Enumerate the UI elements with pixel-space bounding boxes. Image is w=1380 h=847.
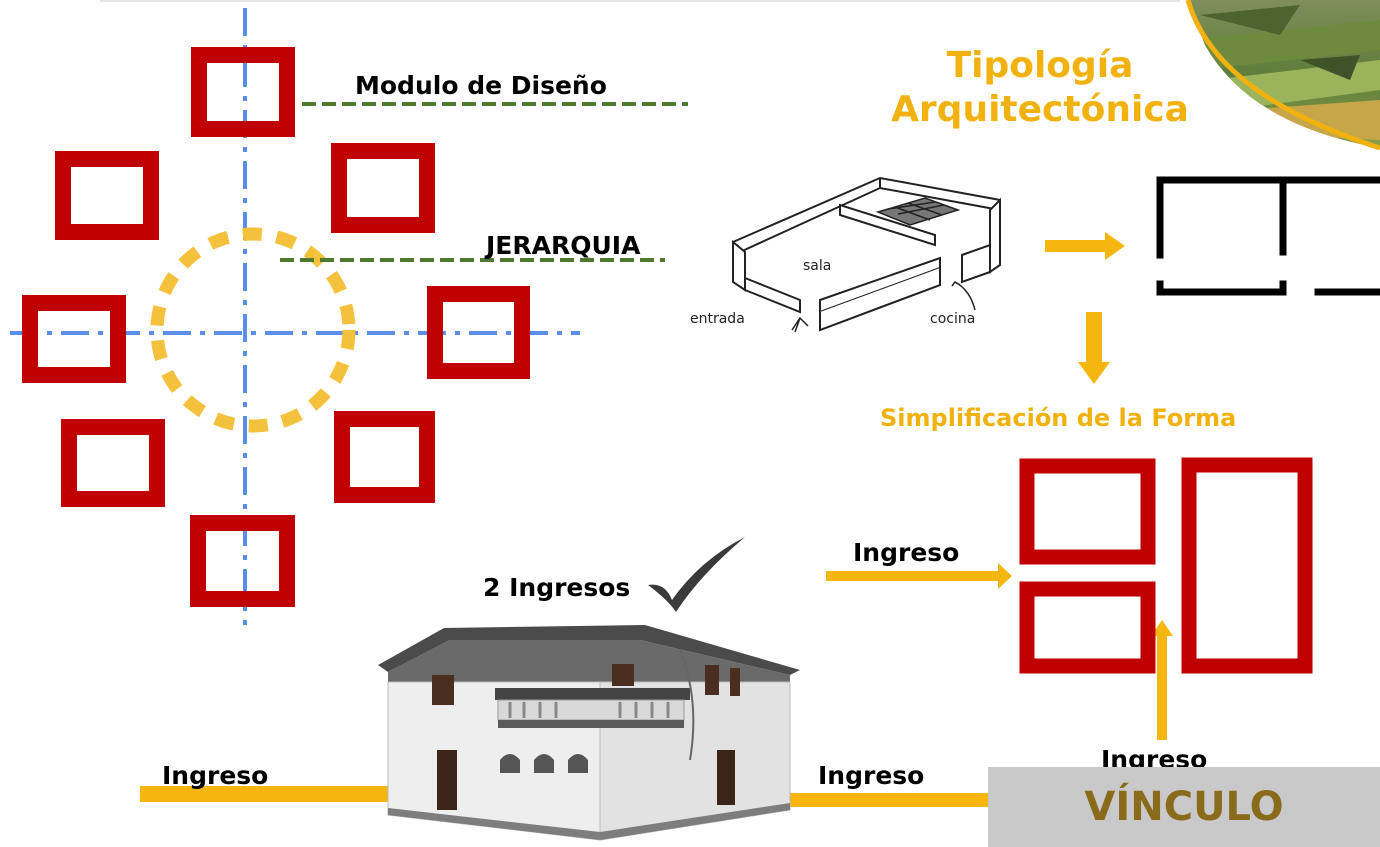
simplified-square-bottom: [1019, 581, 1156, 674]
arrow-ingreso-left: [140, 779, 430, 809]
simplified-rectangle-tall: [1181, 457, 1313, 674]
vinculo-button[interactable]: VÍNCULO: [988, 767, 1380, 847]
module-square-right: [427, 286, 530, 379]
ingreso-bottom-label: Ingreso: [818, 761, 925, 790]
house-photo: [378, 625, 800, 841]
arrow-ingreso-mid: [826, 563, 1012, 589]
floorplan-sketch: [731, 176, 1001, 332]
sketch-cocina: cocina: [930, 311, 975, 327]
leader-lines: [280, 102, 688, 262]
module-square-right-lower: [334, 411, 435, 503]
module-square-left-upper: [55, 151, 159, 240]
module-square-right-upper: [331, 143, 435, 233]
module-square-left-lower: [61, 419, 165, 507]
arrow-sketch-to-plan: [1045, 232, 1125, 260]
dos-ingresos-label: 2 Ingresos: [483, 573, 631, 602]
floorplan-grid: [875, 197, 961, 226]
module-square-bottom: [190, 515, 295, 607]
entrada-arrow-icon: [791, 316, 809, 333]
jerarquia-label: JERARQUIA: [486, 231, 641, 260]
sketch-sala: sala: [803, 258, 831, 274]
ingreso-left-label: Ingreso: [162, 761, 269, 790]
arrow-plan-down: [1078, 312, 1110, 384]
design-modules: [22, 47, 530, 607]
title-line-1: Tipología: [946, 45, 1134, 86]
flow-arrows: [140, 232, 1173, 815]
hierarchy-circle: [150, 227, 356, 433]
simplified-plan-outline: [1156, 176, 1380, 296]
modulo-label: Modulo de Diseño: [355, 71, 607, 100]
arrow-ingreso-bottom: [730, 785, 990, 815]
simplificacion-label: Simplificación de la Forma: [880, 404, 1237, 432]
module-square-top: [191, 47, 295, 137]
module-square-left: [22, 295, 126, 383]
arrow-ingreso-up: [1151, 620, 1173, 740]
simplified-modules: [1019, 457, 1313, 674]
cocina-pointer: [951, 281, 976, 311]
checkmark-icon: [648, 537, 745, 612]
ingreso-mid-label: Ingreso: [853, 538, 960, 567]
page-title: Tipología Arquitectónica: [880, 44, 1200, 132]
top-divider: [100, 0, 1180, 2]
simplified-square-top: [1019, 458, 1156, 565]
landscape-photo: [1185, 0, 1380, 151]
title-line-2: Arquitectónica: [891, 89, 1189, 130]
sketch-entrada: entrada: [690, 311, 745, 327]
